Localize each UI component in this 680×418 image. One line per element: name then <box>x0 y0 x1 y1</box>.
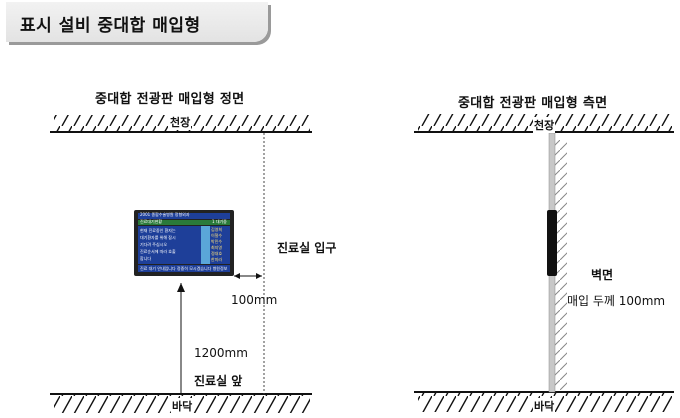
height-label: 1200mm <box>194 346 248 360</box>
display-subheader-bar <box>138 220 230 225</box>
screen-message-line: 대기환자를 위해 잠시 <box>140 234 176 240</box>
screen-header-text: 2001 종합수술병원 정형외과 <box>140 212 190 217</box>
side-wall-hatch <box>555 140 567 390</box>
screen-ticker-text: 진료 대기 안내입니다 정중히 모시겠습니다 병원정보 <box>140 266 228 271</box>
offset-label: 100mm <box>231 293 278 307</box>
screen-name-row: 최지영 <box>211 244 222 250</box>
front-ceiling-label: 천장 <box>169 114 192 130</box>
side-floor-label: 바닥 <box>533 398 556 414</box>
wall-label: 벽면 <box>591 268 614 282</box>
display-pillar <box>201 226 210 264</box>
height-arrow-head <box>177 283 185 292</box>
screen-message-line: 기다려 주십시오 <box>140 241 167 247</box>
front-floor-label: 바닥 <box>171 398 194 414</box>
screen-message-line: 합니다 <box>140 255 151 261</box>
title-tab: 표시 설비 중대합 매입형 <box>6 2 268 42</box>
screen-badge-text: 1 대기중 <box>212 219 227 224</box>
display-ticker-bar <box>138 265 230 272</box>
depth-label: 매입 두께 100mm <box>567 294 666 308</box>
offset-arrow-head-right <box>256 273 262 279</box>
front-caption: 중대합 전광판 매입형 정면 <box>95 92 245 107</box>
entrance-label: 진료실 입구 <box>277 241 337 255</box>
screen-message-line: 현재 진료중인 환자는 <box>140 227 176 233</box>
display-message-area <box>138 226 201 264</box>
side-embedded-panel <box>547 210 557 276</box>
front-of-room-label: 진료실 앞 <box>194 374 243 388</box>
side-ceiling-label: 천장 <box>533 117 556 133</box>
screen-subheader-text: 진료대기현황 <box>140 219 163 224</box>
screen-name-row: 박민수 <box>211 238 222 244</box>
side-caption: 중대합 전광판 매입형 측면 <box>458 96 608 111</box>
page-title: 표시 설비 중대합 매입형 <box>20 16 201 36</box>
screen-name-row: 이철수 <box>211 232 222 238</box>
display-name-area <box>210 226 230 264</box>
screen-name-row: 김영희 <box>211 226 222 232</box>
screen-message-line: 진료순서에 따라 호출 <box>140 248 176 254</box>
screen-name-row: 한미라 <box>211 256 222 262</box>
screen-name-row: 정대호 <box>211 250 222 256</box>
display-header-bar <box>138 213 230 219</box>
offset-arrow-head-left <box>234 273 240 279</box>
